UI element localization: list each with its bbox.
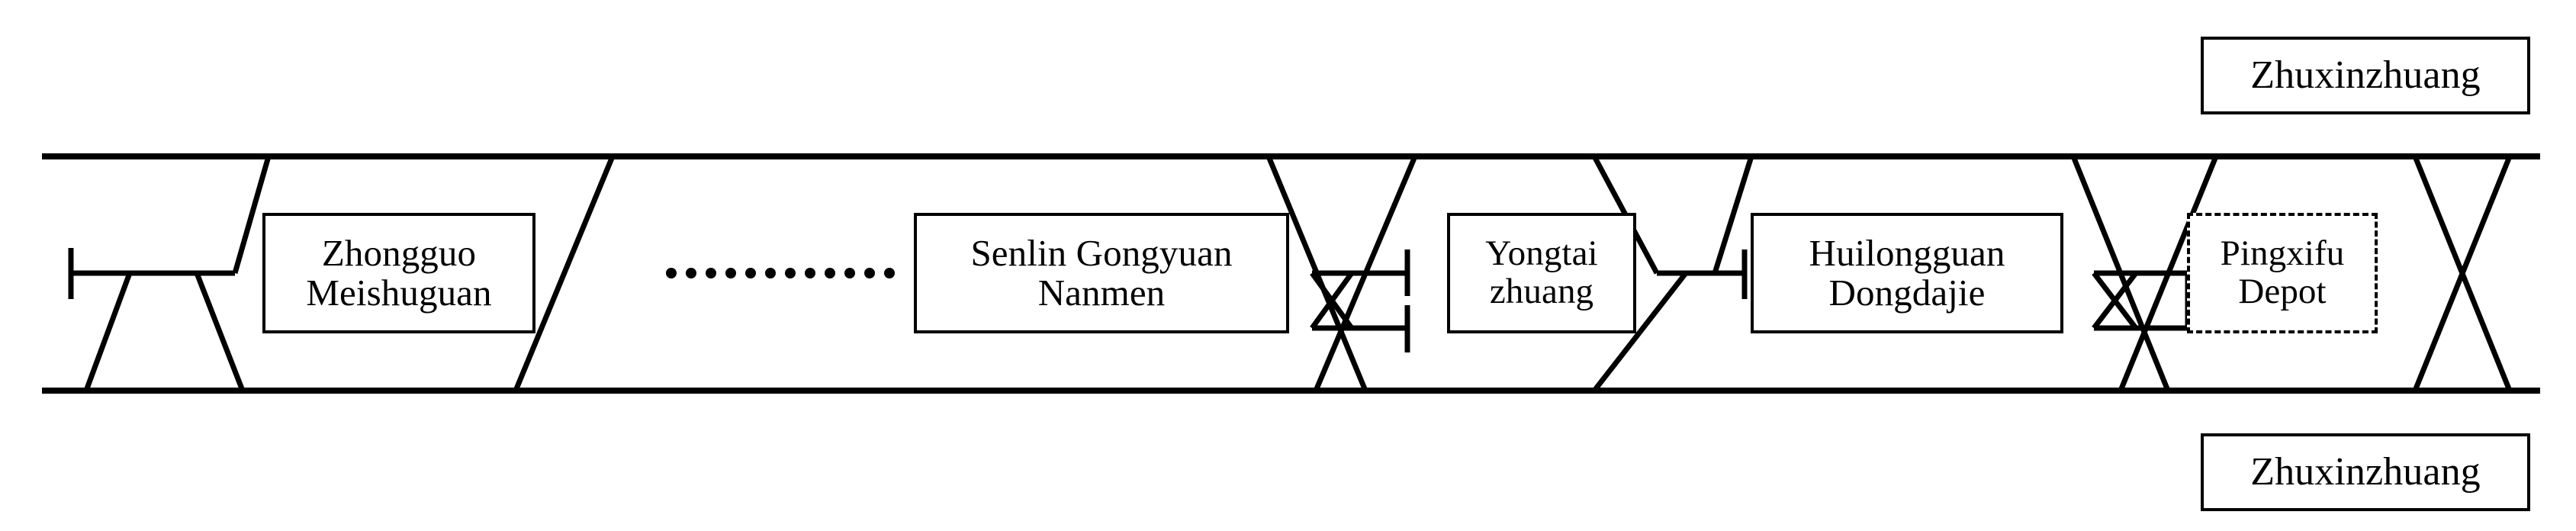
turnout-left-down-diagonal-b [194,272,246,392]
station-label-yongtaizhuang[interactable]: Yongtai zhuang [1447,213,1636,333]
station-label-huilongguan-dongdajie[interactable]: Huilongguan Dongdajie [1751,213,2063,333]
ellipsis-dot [884,268,895,278]
turnout-left-down-diagonal-a [83,272,133,392]
crossover-zhongguo-diagonal [513,155,616,392]
terminus-label-text: Zhuxinzhuang [2250,450,2481,494]
ellipsis-dot [666,268,677,278]
station-label-line2: zhuang [1489,272,1594,311]
terminus-label-zhuxinzhuang-top[interactable]: Zhuxinzhuang [2201,37,2530,114]
trailing-huilongguan-diag-up [1712,155,1754,275]
ellipsis-dot [785,268,796,278]
station-label-zhongguo-meishuguan[interactable]: Zhongguo Meishuguan [262,213,535,333]
station-label-line2: Dongdajie [1828,272,1986,314]
ellipsis-dot [745,268,756,278]
terminus-label-zhuxinzhuang-bottom[interactable]: Zhuxinzhuang [2201,433,2530,511]
station-label-line1: Yongtai [1485,233,1598,274]
station-label-line2: Nanmen [1037,272,1166,314]
trailing-huilongguan-diag-bottom [1592,271,1688,393]
scissors2-inner-diag-b [2092,271,2138,330]
scissors1-inner-diag-b [1310,271,1354,330]
station-label-senlin-gongyuan-nanmen[interactable]: Senlin Gongyuan Nanmen [914,213,1289,333]
terminus-label-text: Zhuxinzhuang [2250,53,2481,98]
station-label-line1: Zhongguo [321,232,477,275]
turnout-left-up-diagonal [232,156,272,274]
station-label-line2: Meishuguan [306,272,492,314]
depot-label-pingxifu[interactable]: Pingxifu Depot [2187,213,2378,333]
ellipsis-dot [725,268,736,278]
ellipsis-dot [706,268,716,278]
station-label-line1: Senlin Gongyuan [970,232,1233,275]
ellipsis-dot [805,268,815,278]
depot-label-line2: Depot [2238,272,2327,311]
ellipsis-dot [825,268,835,278]
depot-label-line1: Pingxifu [2220,233,2345,274]
terminus-x-diag-b [2412,155,2513,392]
ellipsis-dot [686,268,696,278]
ellipsis-dot [864,268,875,278]
ellipsis-dot [844,268,855,278]
ellipsis-dot [765,268,776,278]
ellipsis-dots [666,268,895,278]
station-label-line1: Huilongguan [1809,232,2005,275]
